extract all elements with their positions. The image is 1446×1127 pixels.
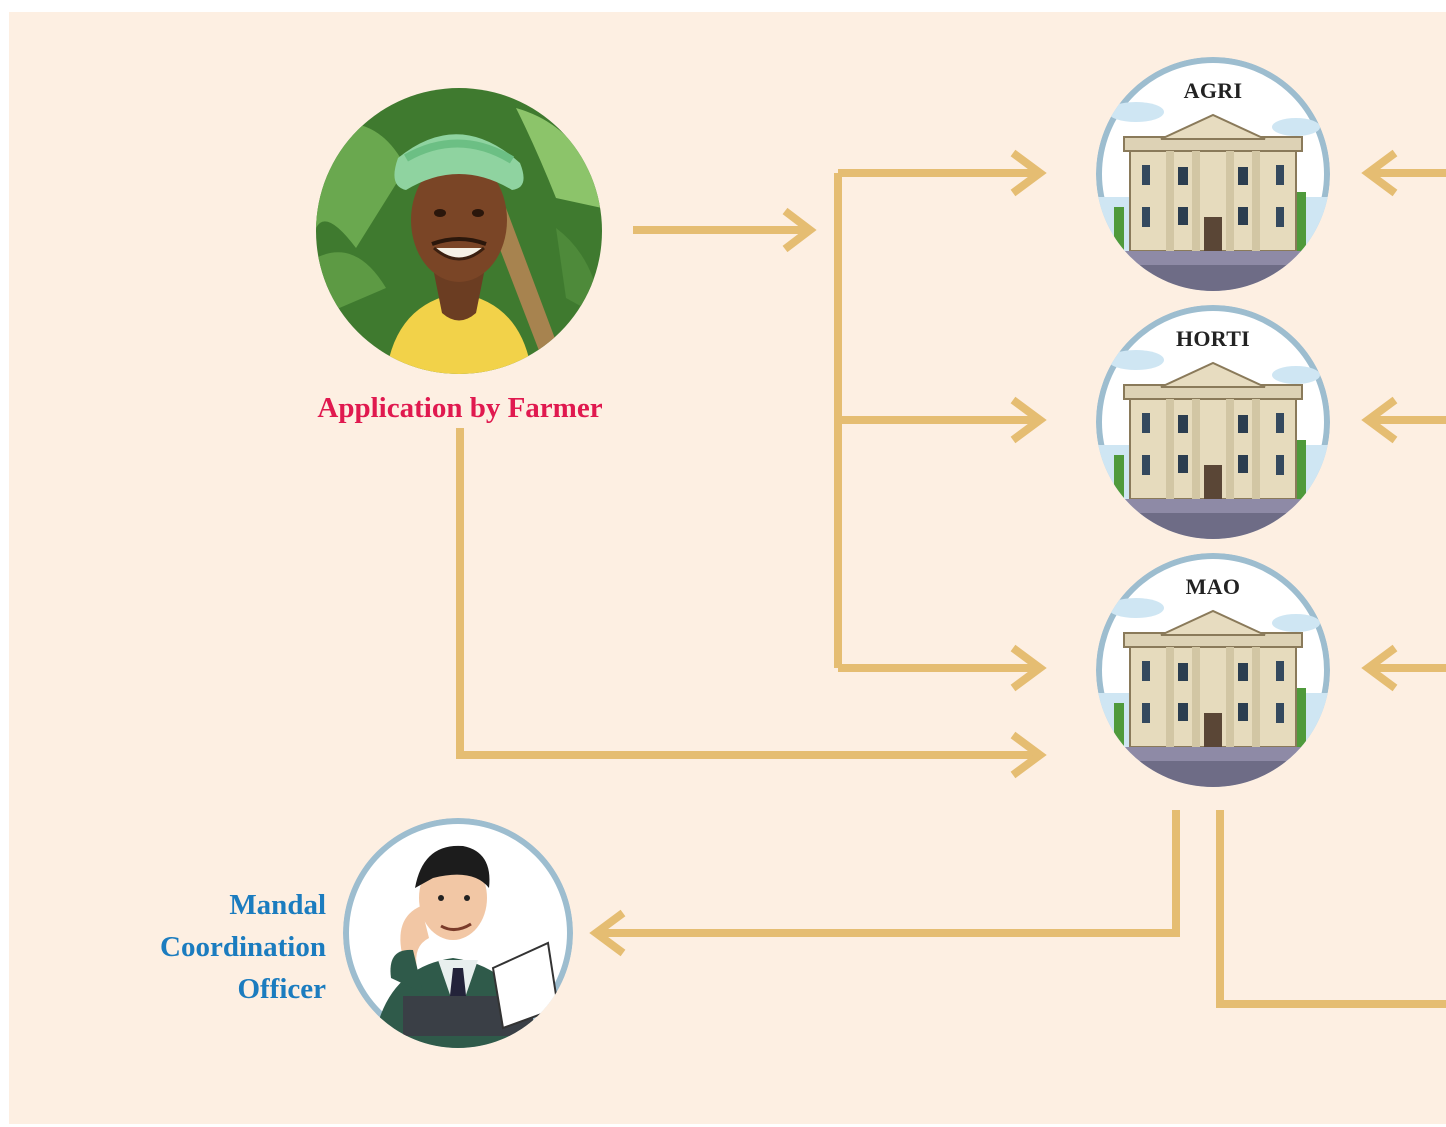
office-label-horti: HORTI <box>1175 326 1251 351</box>
office-label-mao: MAO <box>1185 574 1241 599</box>
arrowhead-from-right-mao <box>1361 644 1398 692</box>
arrowhead-to-horti <box>1010 396 1047 444</box>
arrow-mao-to-officer <box>596 810 1180 937</box>
office-label-agri: AGRI <box>1183 78 1243 103</box>
officer-icon <box>343 818 573 1048</box>
arrowhead-from-right-horti <box>1361 396 1398 444</box>
arrowhead-to-agri <box>1010 149 1047 197</box>
arrowhead-farmer-down-to-mao <box>1010 731 1047 779</box>
office-node-agri <box>1096 57 1330 291</box>
arrow-farmer-down-to-mao <box>456 428 1040 759</box>
officer-caption: Mandal Coordination Officer <box>60 884 326 1010</box>
officer-node <box>343 818 573 1048</box>
arrowhead-to-mao <box>1010 644 1047 692</box>
building-icon <box>1096 553 1330 787</box>
arrowhead-farmer-to-branch <box>782 207 817 253</box>
farmer-node <box>316 88 602 374</box>
arrowhead-mao-to-officer <box>589 909 626 957</box>
farmer-icon <box>316 88 602 374</box>
officer-caption-line: Officer <box>237 973 326 1005</box>
officer-caption-line: Mandal <box>229 889 326 921</box>
arrow-mao-to-right <box>1216 810 1446 1008</box>
officer-caption-line: Coordination <box>160 931 326 963</box>
office-node-mao <box>1096 553 1330 787</box>
farmer-caption: Application by Farmer <box>317 392 603 424</box>
building-icon <box>1096 57 1330 291</box>
arrowhead-from-right-agri <box>1361 149 1398 197</box>
